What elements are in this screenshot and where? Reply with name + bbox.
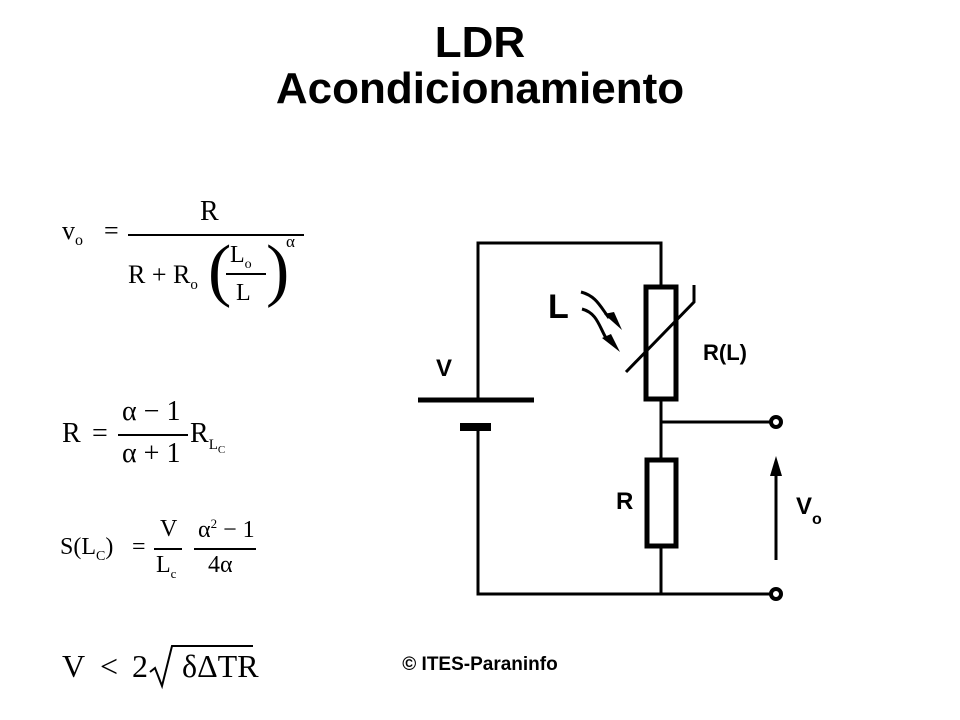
eq3-frac1-bar <box>154 548 182 550</box>
eq3-frac2-denominator: 4α <box>208 552 233 578</box>
eq2-denominator: α + 1 <box>122 438 181 469</box>
eq2-numerator: α − 1 <box>122 396 181 427</box>
eq3-frac1-denominator: Lc <box>156 552 177 581</box>
ldr-body <box>643 284 679 402</box>
eq1-right-paren: ) <box>266 232 290 309</box>
resistor-body <box>644 457 679 549</box>
eq1-fraction-bar <box>128 234 304 236</box>
equation-output-voltage: vo = R R + Ro ( Lo L ) α <box>60 196 320 321</box>
eq2-lhs: R <box>62 418 81 449</box>
eq1-inner-denominator: L <box>236 280 251 306</box>
output-label-sub: o <box>812 511 822 528</box>
eq2-factor: RLC <box>190 418 226 456</box>
eq4-relation: < <box>100 648 119 684</box>
output-terminal-bottom <box>769 587 783 601</box>
eq1-left-paren: ( <box>208 232 232 309</box>
eq1-inner-numerator: Lo <box>230 242 252 272</box>
sqrt-symbol-icon <box>149 645 182 690</box>
slide-title: LDR <box>434 18 526 67</box>
copyright-footer: © ITES-Paraninfo <box>402 654 558 675</box>
eq1-exponent: α <box>286 232 295 251</box>
slide-subtitle: Acondicionamiento <box>275 64 685 113</box>
resistor-label: R <box>616 488 633 515</box>
eq1-numerator: R <box>200 196 219 227</box>
output-arrow-head-icon <box>770 456 782 476</box>
eq3-lhs: S(LC) <box>60 534 114 564</box>
light-rays-icon <box>580 290 622 352</box>
output-terminal-top <box>769 415 783 429</box>
eq3-frac1-numerator: V <box>160 516 178 542</box>
eq2-fraction-bar <box>118 434 188 436</box>
eq1-lhs: vo <box>62 216 83 250</box>
source-label: V <box>436 355 452 382</box>
eq1-inner-fraction-bar <box>226 273 266 275</box>
eq1-denominator-prefix: R + Ro <box>128 260 198 294</box>
equation-resistor-value: R = α − 1 α + 1 RLC <box>60 396 260 476</box>
eq4-vinculum <box>181 645 253 647</box>
eq3-frac2-numerator: α2 − 1 <box>198 516 255 543</box>
eq2-equals: = <box>92 418 108 449</box>
equation-max-voltage: V < 2 δΔTR <box>60 636 280 690</box>
ldr-label: R(L) <box>703 340 747 365</box>
eq3-equals: = <box>132 534 146 560</box>
ldr-variation-arrow <box>624 285 696 374</box>
equation-sensitivity: S(LC) = V Lc α2 − 1 4α <box>60 516 280 586</box>
eq3-frac2-bar <box>194 548 256 550</box>
eq4-lhs: V <box>62 648 86 684</box>
light-label: L <box>548 288 569 326</box>
eq1-equals: = <box>104 216 119 245</box>
eq4-radicand: δΔTR <box>182 648 259 684</box>
output-label: V <box>796 493 812 520</box>
eq4-coefficient: 2 <box>132 648 148 684</box>
